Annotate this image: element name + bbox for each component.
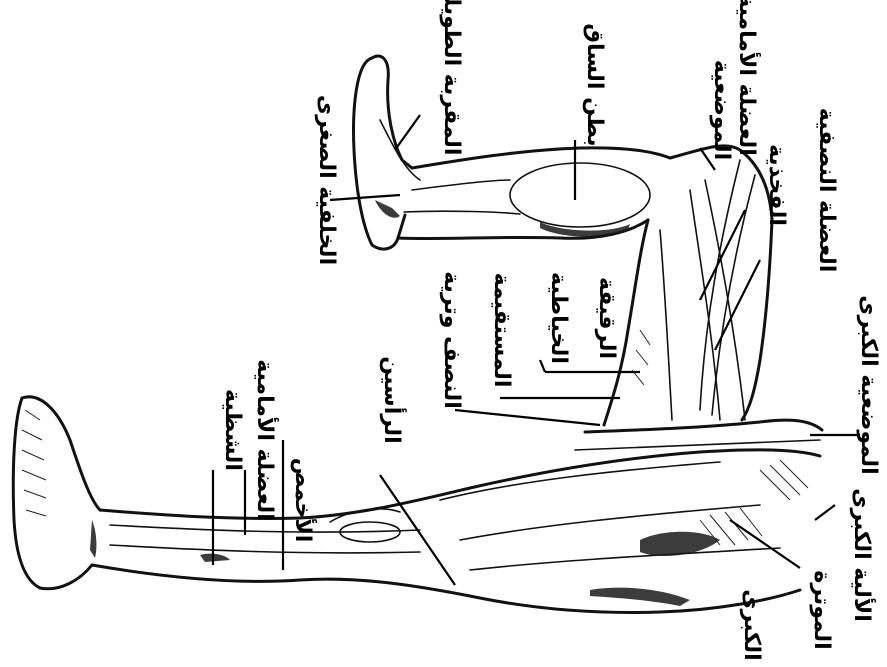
label-knee-top: العضلة الأمامية xyxy=(734,0,762,156)
label-right-mid: العضلة النصفية xyxy=(814,108,839,273)
labels: الأخمص العضلة الأمامية الشظية الرأسين ال… xyxy=(220,0,881,661)
label-glute-c: الكبرى xyxy=(739,589,764,660)
label-heel: الخلفية الصغرى xyxy=(314,95,339,265)
label-right-top: الموضعية xyxy=(709,60,734,160)
label-right-big: الفخذية xyxy=(764,144,789,226)
label-rectus: المستقيمة xyxy=(489,273,514,388)
label-semi: النصف وترية xyxy=(439,271,464,409)
label-center: الرأسين xyxy=(379,356,408,443)
label-hip: المقربة الطويلة xyxy=(439,0,464,155)
label-sartorius: الخياطية xyxy=(546,272,571,364)
label-gracilis: الرقيقة xyxy=(594,277,619,359)
label-right-edge: الموضعية الكبرى xyxy=(856,295,881,474)
straight-leg-drawing xyxy=(13,397,822,613)
label-calf: بطن الساق xyxy=(582,23,607,146)
label-left-low: الشظية xyxy=(220,389,245,471)
label-left-top: الأخمص xyxy=(290,458,318,543)
label-glute-b: الموترة xyxy=(809,570,834,649)
label-glute-a: الألية الكبرى xyxy=(849,488,877,622)
label-left-mid: العضلة الأمامية xyxy=(252,359,280,521)
